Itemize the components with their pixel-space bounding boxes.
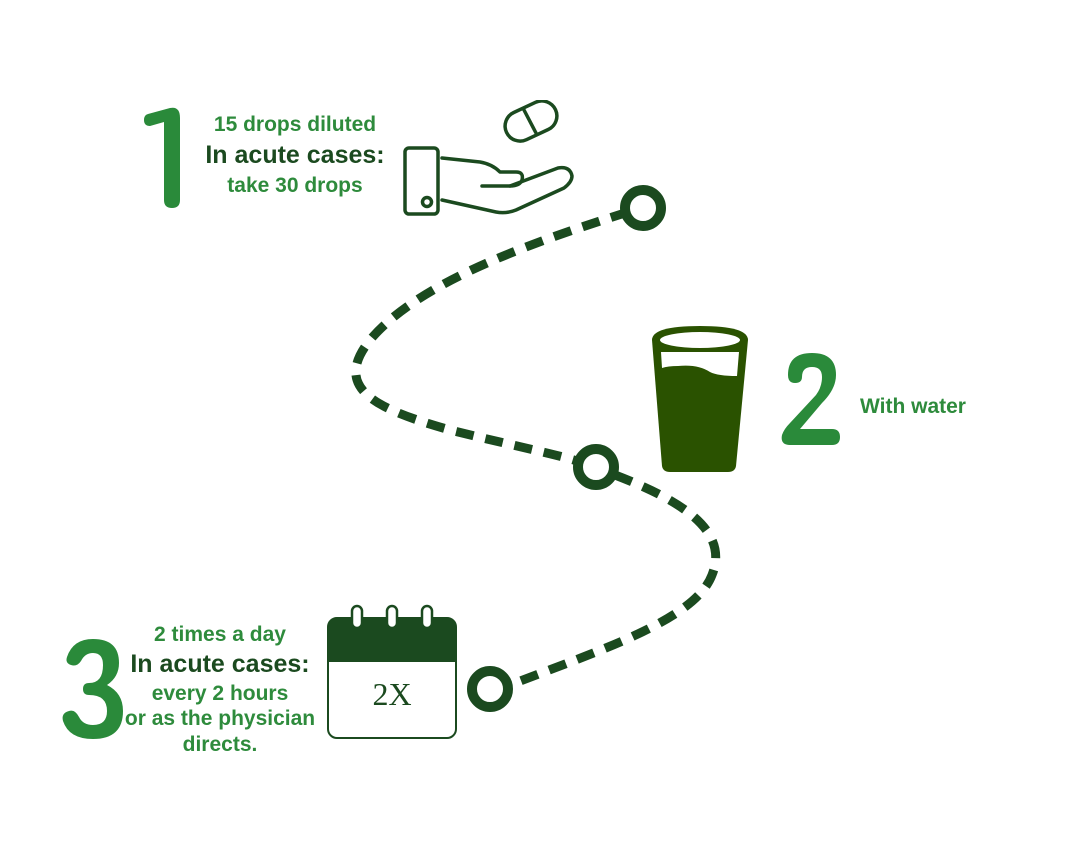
- node-circle-1: [620, 185, 666, 231]
- step-3-number: [57, 635, 127, 750]
- step-1-line-2: In acute cases:: [205, 141, 385, 170]
- calendar-label: 2X: [372, 676, 412, 712]
- step-1-number: [142, 100, 187, 215]
- step-1-text: 15 drops diluted In acute cases: take 30…: [200, 112, 390, 198]
- step-3-line-3: every 2 hours: [151, 682, 289, 706]
- step-3-line-2: In acute cases:: [130, 650, 310, 679]
- step-2-line-1: With water: [860, 395, 966, 418]
- step-3-line-4: or as the physician: [124, 707, 316, 731]
- hand-with-pill-icon: [400, 99, 580, 225]
- glass-of-water-icon: [648, 320, 756, 481]
- step-2-text: With water: [860, 394, 970, 419]
- node-circle-3: [467, 666, 513, 712]
- step-2-number: [776, 345, 846, 455]
- step-3-line-5: directs.: [182, 732, 258, 756]
- step-1-line-3: take 30 drops: [227, 174, 363, 198]
- step-3-text: 2 times a day In acute cases: every 2 ho…: [120, 622, 320, 757]
- step-3-line-1: 2 times a day: [154, 623, 286, 646]
- step-1-line-1: 15 drops diluted: [213, 113, 377, 136]
- calendar-icon: 2X: [326, 604, 458, 740]
- node-circle-2: [573, 444, 619, 490]
